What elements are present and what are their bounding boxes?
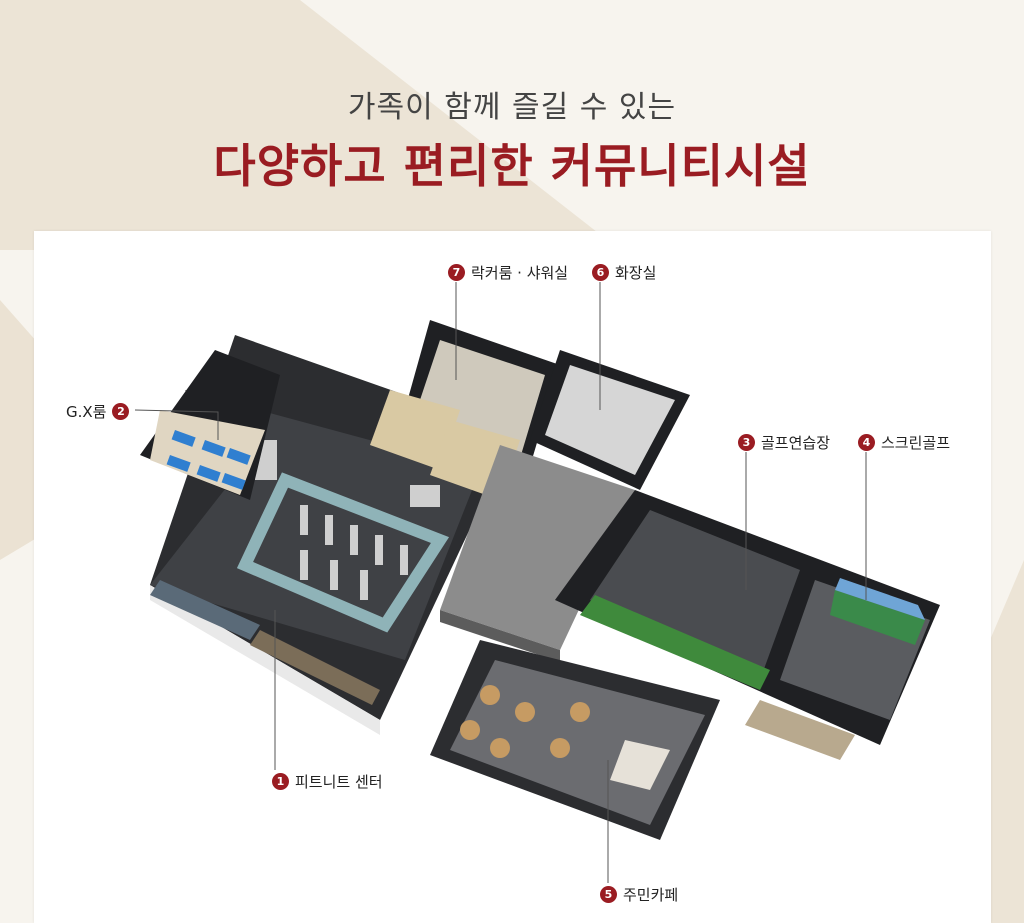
corridor-area — [440, 445, 635, 662]
resident-cafe-area — [430, 640, 720, 840]
facility-number: 4 — [858, 434, 875, 451]
facility-number: 6 — [592, 264, 609, 281]
page-title: 다양하고 편리한 커뮤니티시설 — [213, 139, 811, 193]
label-golf-practice: 3 골프연습장 — [738, 432, 830, 453]
golf-area — [555, 490, 940, 760]
label-fitness-center: 1 피트니트 센터 — [272, 771, 383, 792]
facility-name: 주민카페 — [623, 886, 679, 904]
facility-name: 스크린골프 — [881, 434, 951, 452]
label-gx-room: G.X룸 2 — [66, 401, 130, 422]
facility-number: 2 — [112, 403, 130, 420]
facility-number: 5 — [600, 886, 617, 903]
label-locker-shower: 7 락커룸 · 샤워실 — [448, 262, 568, 283]
facility-name: G.X룸 — [66, 403, 107, 421]
facility-number: 7 — [448, 264, 465, 281]
facility-name: 락커룸 · 샤워실 — [471, 264, 569, 282]
page-subtitle: 가족이 함께 즐길 수 있는 — [347, 90, 677, 125]
facility-name: 피트니트 센터 — [295, 773, 383, 791]
restroom-area — [530, 350, 690, 490]
gx-room-area — [140, 350, 280, 500]
facility-name: 화장실 — [615, 264, 657, 282]
label-restroom: 6 화장실 — [592, 262, 656, 283]
label-screen-golf: 4 스크린골프 — [858, 432, 950, 453]
facility-name: 골프연습장 — [761, 434, 831, 452]
label-resident-cafe: 5 주민카페 — [600, 884, 678, 905]
facility-number: 3 — [738, 434, 755, 451]
facility-number: 1 — [272, 773, 289, 790]
